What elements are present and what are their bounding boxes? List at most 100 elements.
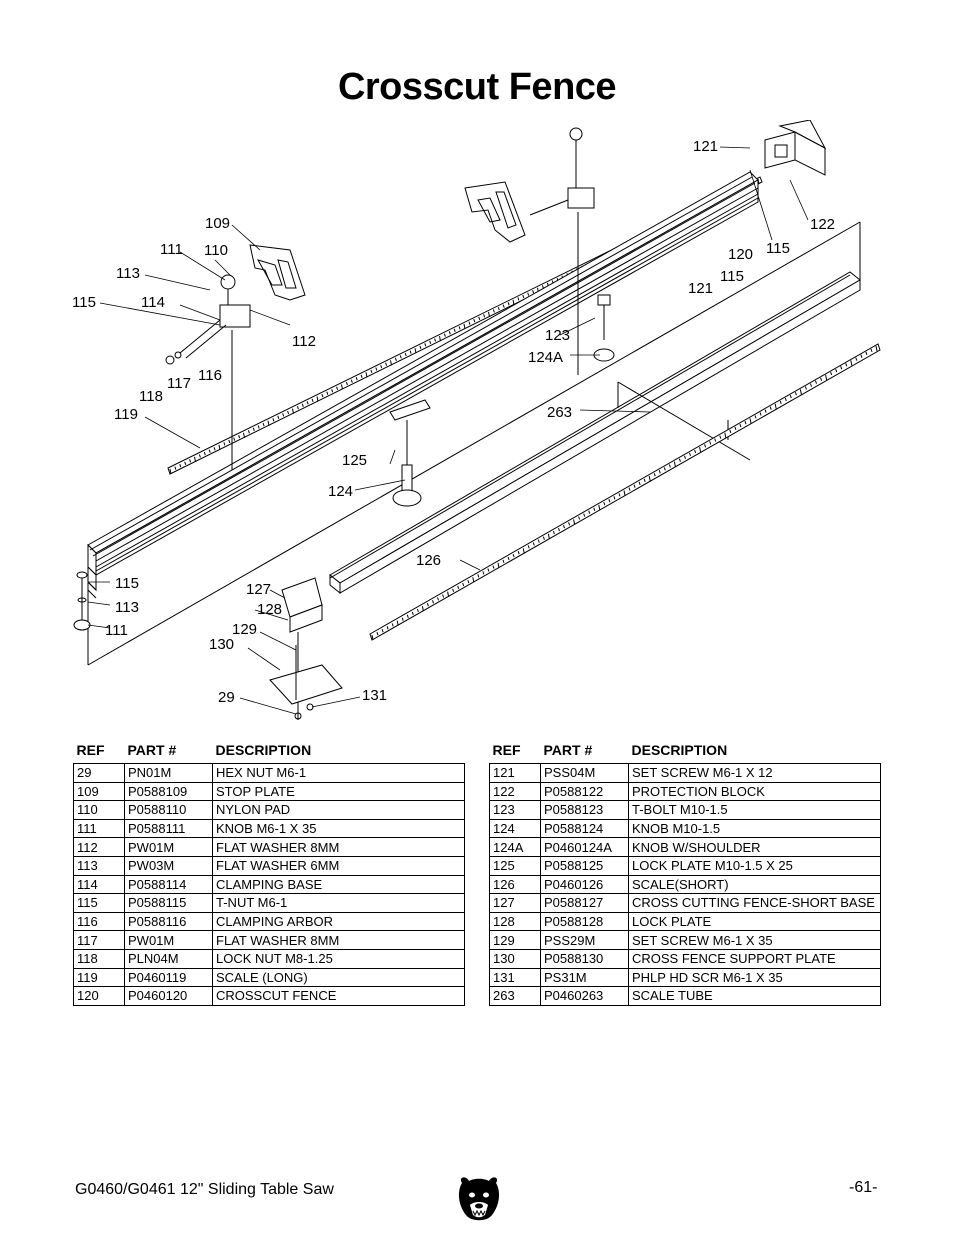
- callout-111: 111: [160, 241, 183, 258]
- ref-header: REF: [76, 742, 105, 758]
- description-cell: HEX NUT M6-1: [212, 763, 465, 783]
- description-cell: LOCK NUT M8-1.25: [212, 948, 465, 969]
- part-number-cell: P0460119: [124, 967, 213, 988]
- callout-120: 120: [728, 246, 753, 263]
- callout-113: 113: [115, 599, 139, 616]
- part-number-cell: P0588114: [124, 874, 213, 895]
- ref-cell: 263: [489, 986, 541, 1006]
- callout-123: 123: [545, 327, 570, 344]
- description-cell: KNOB W/SHOULDER: [628, 837, 881, 857]
- part-number-cell: P0460263: [540, 986, 629, 1006]
- description-cell: KNOB M10-1.5: [628, 818, 881, 839]
- description-cell: T-BOLT M10-1.5: [628, 800, 881, 820]
- scale-tube: [329, 271, 861, 595]
- part-number-cell: P0588127: [540, 893, 629, 913]
- ref-header: REF: [492, 742, 521, 758]
- ref-cell: 114: [73, 874, 125, 895]
- part-number-cell: PW03M: [124, 855, 213, 876]
- description-cell: CROSS CUTTING FENCE-SHORT BASE: [628, 893, 881, 913]
- ref-cell: 111: [73, 818, 125, 839]
- callout-117: 117: [167, 375, 191, 392]
- protection-block: [764, 120, 827, 176]
- callout-116: 116: [198, 367, 222, 384]
- part-number-header: PART #: [127, 742, 177, 758]
- ref-cell: 126: [489, 874, 541, 895]
- callout-121: 121: [693, 138, 718, 155]
- description-cell: CROSSCUT FENCE: [212, 986, 465, 1006]
- ref-cell: 123: [489, 800, 541, 820]
- ref-cell: 110: [73, 800, 125, 820]
- description-cell: SET SCREW M6-1 X 12: [628, 763, 881, 783]
- part-number-cell: P0588109: [124, 781, 213, 802]
- callout-115: 115: [720, 268, 744, 285]
- callout-122: 122: [810, 216, 835, 233]
- part-number-cell: P0460120: [124, 986, 213, 1006]
- description-cell: SCALE(SHORT): [628, 874, 881, 895]
- ref-cell: 119: [73, 967, 125, 988]
- callout-29: 29: [218, 689, 235, 706]
- ref-cell: 125: [489, 855, 541, 876]
- footer-model: G0460/G0461 12" Sliding Table Saw: [75, 1181, 334, 1198]
- ref-cell: 124: [489, 818, 541, 839]
- callout-126: 126: [416, 552, 441, 569]
- callout-110: 110: [204, 242, 228, 259]
- callout-115: 115: [766, 240, 790, 257]
- callout-115: 115: [72, 294, 96, 311]
- part-number-cell: PW01M: [124, 837, 213, 857]
- callout-263: 263: [547, 404, 572, 421]
- part-number-cell: P0460126: [540, 874, 629, 895]
- description-cell: PHLP HD SCR M6-1 X 35: [628, 967, 881, 988]
- callout-114: 114: [141, 294, 165, 311]
- ref-cell: 118: [73, 948, 125, 969]
- part-number-cell: P0588115: [124, 893, 213, 913]
- callout-124: 124: [328, 483, 353, 500]
- description-cell: KNOB M6-1 X 35: [212, 818, 465, 839]
- ref-cell: 128: [489, 911, 541, 932]
- ref-cell: 112: [73, 837, 125, 857]
- part-number-cell: P0588111: [124, 818, 213, 839]
- exploded-parts-diagram: 1211221151201151211091111101131151141121…: [72, 120, 881, 720]
- part-number-cell: PW01M: [124, 930, 213, 950]
- description-cell: FLAT WASHER 8MM: [212, 930, 465, 950]
- ref-cell: 116: [73, 911, 125, 932]
- ref-cell: 121: [489, 763, 541, 783]
- description-cell: SCALE (LONG): [212, 967, 465, 988]
- part-number-header: PART #: [543, 742, 593, 758]
- callout-113: 113: [116, 265, 140, 282]
- part-number-cell: P0588128: [540, 911, 629, 932]
- lock-plate-knob-124: [389, 399, 431, 507]
- ref-cell: 129: [489, 930, 541, 950]
- part-number-cell: P0588130: [540, 948, 629, 969]
- callout-127: 127: [246, 581, 271, 598]
- part-number-cell: P0588110: [124, 800, 213, 820]
- ref-cell: 113: [73, 855, 125, 876]
- stop-plate-assembly-right: [464, 127, 595, 375]
- footer-page-number: -61-: [849, 1179, 878, 1196]
- ref-cell: 120: [73, 986, 125, 1006]
- page-title: Crosscut Fence: [337, 66, 617, 108]
- callout-119: 119: [114, 406, 138, 423]
- part-number-cell: P0588124: [540, 818, 629, 839]
- part-number-cell: P0588125: [540, 855, 629, 876]
- description-header: DESCRIPTION: [215, 742, 312, 758]
